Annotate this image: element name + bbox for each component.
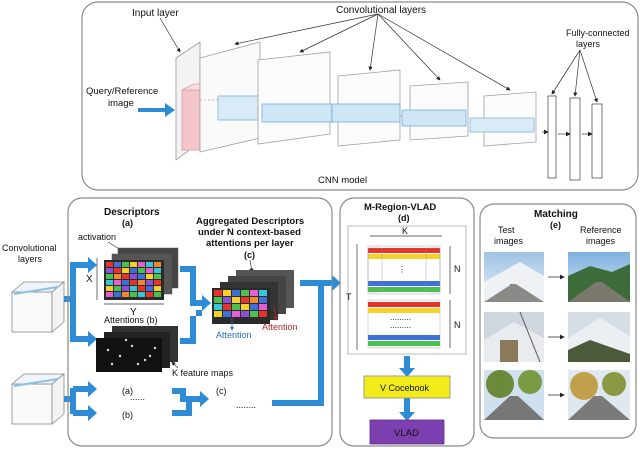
ref-image-3 — [568, 370, 630, 420]
ref-label-2: images — [586, 236, 616, 246]
matching-title: Matching — [534, 209, 578, 220]
k-feature-maps-label: K feature maps — [172, 368, 234, 378]
cnn-model-panel: Input layer Convolutional layers Fully-c… — [81, 1, 639, 191]
test-label-1: Test — [498, 225, 515, 235]
cnn-model-label: CNN model — [318, 175, 367, 186]
codebook-label: V Cocebook — [380, 383, 430, 393]
flow-arrows — [64, 257, 415, 421]
input-layer-label: Input layer — [132, 8, 179, 19]
query-label-2: image — [108, 98, 134, 109]
fc-layers-label-1: Fully-connected — [566, 28, 630, 38]
region-block-2: ⋯⋯⋯ ⋯⋯⋯ — [367, 299, 441, 349]
attention-red-label: Attention — [262, 322, 298, 332]
a2-label: (a) — [122, 386, 133, 396]
region-block-1: ⋮ — [367, 245, 441, 295]
activation-stack — [104, 247, 179, 300]
y-label: Y — [130, 307, 137, 318]
aggregated-line-1: Aggregated Descriptors — [196, 216, 304, 227]
left-conv-label-2: layers — [18, 254, 43, 264]
matching-sub: (e) — [550, 220, 561, 230]
conv-layers-label: Convolutional layers — [336, 5, 426, 16]
t-label: T — [346, 292, 352, 302]
descriptors-title: Descriptors — [104, 207, 160, 218]
n2-label: N — [454, 320, 461, 330]
descriptors-panel: Descriptors (a) activation X Y Attenti — [67, 197, 333, 447]
test-label-2: images — [494, 236, 524, 246]
m-region-vlad-panel: M-Region-VLAD (d) K T ⋮ N ⋯⋯⋯ ⋯⋯⋯ — [339, 197, 475, 447]
query-label-1: Query/Reference — [86, 86, 158, 97]
n1-label: N — [454, 264, 461, 274]
fc-layers-label-2: layers — [576, 39, 601, 49]
aggregated-sub: (c) — [244, 250, 255, 260]
codebook-box — [363, 375, 451, 399]
dots1-label: ...... — [130, 392, 145, 402]
aggregated-stack — [212, 270, 294, 324]
vlad-label: VLAD — [394, 428, 419, 439]
test-image-1 — [484, 252, 544, 302]
mregion-sub: (d) — [398, 213, 410, 223]
dots3-label: ........ — [236, 400, 256, 410]
aggregated-line-3: attentions per layer — [206, 238, 294, 249]
mregion-title: M-Region-VLAD — [364, 202, 436, 213]
left-conv-label-1: Convolutional — [2, 243, 57, 253]
activation-label: activation — [78, 232, 116, 242]
svg-text:⋯⋯⋯: ⋯⋯⋯ — [390, 317, 411, 324]
ref-image-2 — [568, 312, 630, 362]
conv-cube-1 — [10, 281, 66, 333]
conv-blocks — [199, 41, 537, 153]
x-label: X — [86, 274, 93, 285]
left-conv-layers: Convolutional layers — [2, 243, 66, 425]
attention-blue-label: Attention — [216, 330, 252, 340]
ref-label-1: Reference — [580, 225, 622, 235]
matching-panel: Matching (e) Test images Reference image… — [479, 203, 637, 439]
vlad-box — [369, 419, 445, 445]
test-image-3 — [484, 370, 544, 420]
svg-text:⋮: ⋮ — [398, 265, 406, 274]
attention-stack — [96, 326, 178, 372]
fc-layers — [542, 95, 603, 181]
k-label: K — [402, 226, 408, 236]
conv-cube-2 — [10, 373, 66, 425]
test-image-2 — [484, 311, 544, 363]
ref-image-1 — [568, 252, 630, 302]
b2-label: (b) — [122, 410, 133, 420]
attentions-label: Attentions (b) — [104, 315, 158, 325]
query-arrow — [138, 103, 175, 117]
descriptors-sub: (a) — [122, 218, 133, 228]
aggregated-line-2: under N context-based — [198, 227, 301, 238]
c2-label: (c) — [216, 386, 227, 396]
svg-text:⋯⋯⋯: ⋯⋯⋯ — [390, 325, 411, 332]
